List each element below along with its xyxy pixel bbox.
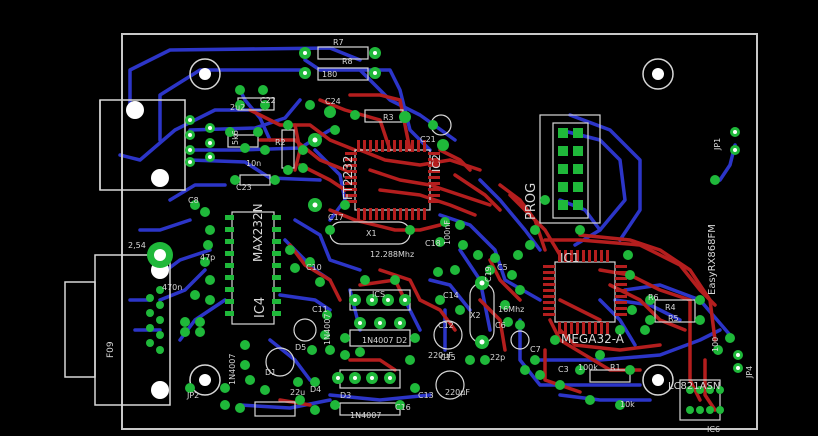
ic6-outline [679, 379, 721, 421]
label-c19: C19 [484, 266, 493, 282]
label-1n4007-c: 1N4007 [228, 354, 237, 385]
mounting-hole [189, 58, 221, 90]
label-1n4007-b: 1N4007 [350, 411, 381, 420]
label-jp4: JP4 [745, 366, 754, 379]
label-22p: 22p [490, 353, 505, 362]
label-prog: PROG [524, 183, 539, 220]
mounting-holes [189, 58, 674, 396]
label-220uf-a: 220µF [428, 351, 453, 360]
ic2-pins [345, 140, 440, 220]
label-1n4007-a: 1N4007 [362, 336, 393, 345]
ic2-outline [354, 149, 431, 211]
label-ic4: IC4 [253, 297, 268, 318]
label-ft2232: FT2232 [341, 155, 355, 200]
label-c7: C7 [530, 345, 541, 354]
label-r5: R5 [668, 314, 679, 323]
label-c12: C12 [438, 321, 454, 330]
label-254: 2,54 [128, 241, 146, 250]
label-470n: 470n [162, 283, 182, 292]
label-c11: C11 [312, 305, 328, 314]
mounting-hole [189, 364, 221, 396]
label-ic2: IC2 [430, 154, 443, 172]
label-d5: D5 [295, 343, 306, 352]
label-c24: C24 [325, 97, 341, 106]
label-jp1: JP1 [713, 138, 722, 151]
label-c22: C22 [260, 96, 276, 105]
label-c23: C23 [236, 183, 252, 192]
label-100: 100 [711, 337, 720, 352]
label-16mhz: 16Mhz [498, 305, 524, 314]
label-r1: R1 [610, 363, 621, 372]
label-c18: C18 [425, 239, 441, 248]
label-c17: C17 [328, 213, 344, 222]
label-lc821asn: LC821ASN [668, 381, 720, 392]
label-c10: C10 [306, 263, 322, 272]
label-r7: R7 [333, 38, 344, 47]
large-labels: IC4 MAX232N FT2232 IC2 IC1 MEGA32-A PROG… [106, 154, 720, 392]
label-x2: X2 [470, 311, 481, 320]
label-c3: C3 [558, 365, 569, 374]
label-c5: C5 [497, 263, 508, 272]
label-ic5: ICS [372, 290, 385, 299]
label-2u2: 2u2 [230, 103, 245, 112]
label-d2: D2 [396, 336, 407, 345]
mounting-hole [642, 58, 674, 90]
prog-header-outline [539, 114, 601, 224]
label-d4: D4 [310, 385, 321, 394]
ic1-pins [543, 250, 627, 334]
label-c13: C13 [418, 391, 434, 400]
label-d3: D3 [340, 391, 351, 400]
label-r3: R3 [383, 113, 394, 122]
label-c8: C8 [188, 196, 199, 205]
label-1n4007-d: 1N4007 [323, 314, 332, 345]
label-easyrx: EasyRX868FM [707, 224, 718, 295]
dc-jack [147, 242, 173, 268]
prog-header-pins [558, 128, 583, 210]
label-12mhz: 12.288Mhz [370, 250, 414, 259]
label-ic1: IC1 [560, 251, 580, 265]
label-180: 180 [322, 70, 337, 79]
usb-connector [99, 99, 186, 191]
label-22u: 22u [290, 388, 305, 397]
label-220uf-b: 220µF [445, 388, 470, 397]
label-100k: 100k [578, 363, 598, 372]
board-outline [121, 33, 758, 430]
label-r8: R8 [342, 57, 353, 66]
label-jp2: JP2 [186, 391, 199, 400]
label-mega32: MEGA32-A [561, 332, 625, 346]
label-f09: F09 [106, 341, 116, 358]
mounting-hole [642, 364, 674, 396]
label-d1: D1 [265, 368, 276, 377]
label-r6: R6 [648, 293, 659, 302]
label-10n: 10n [246, 159, 261, 168]
silkscreen-labels: R7 R8 180 C22 C24 R3 C21 10n C23 C17 X1 … [128, 38, 754, 434]
label-c16: C16 [395, 403, 411, 412]
label-r2: R2 [275, 138, 286, 147]
prog-header-inner [552, 122, 589, 219]
label-r4: R4 [665, 303, 676, 312]
label-100n: 100nF [443, 220, 452, 245]
label-47p: 47p [200, 253, 215, 262]
label-c15: C15 [440, 353, 456, 362]
label-c6: C6 [495, 321, 506, 330]
label-c14: C14 [443, 291, 459, 300]
pads [146, 47, 743, 415]
label-x1: X1 [366, 229, 377, 238]
label-c21: C21 [420, 135, 436, 144]
label-5k6: 5k6 [231, 130, 240, 145]
ic-pins [225, 215, 281, 316]
label-10k: 10k [620, 400, 635, 409]
label-ic6: IC6 [707, 425, 720, 434]
label-max232: MAX232N [251, 203, 265, 262]
